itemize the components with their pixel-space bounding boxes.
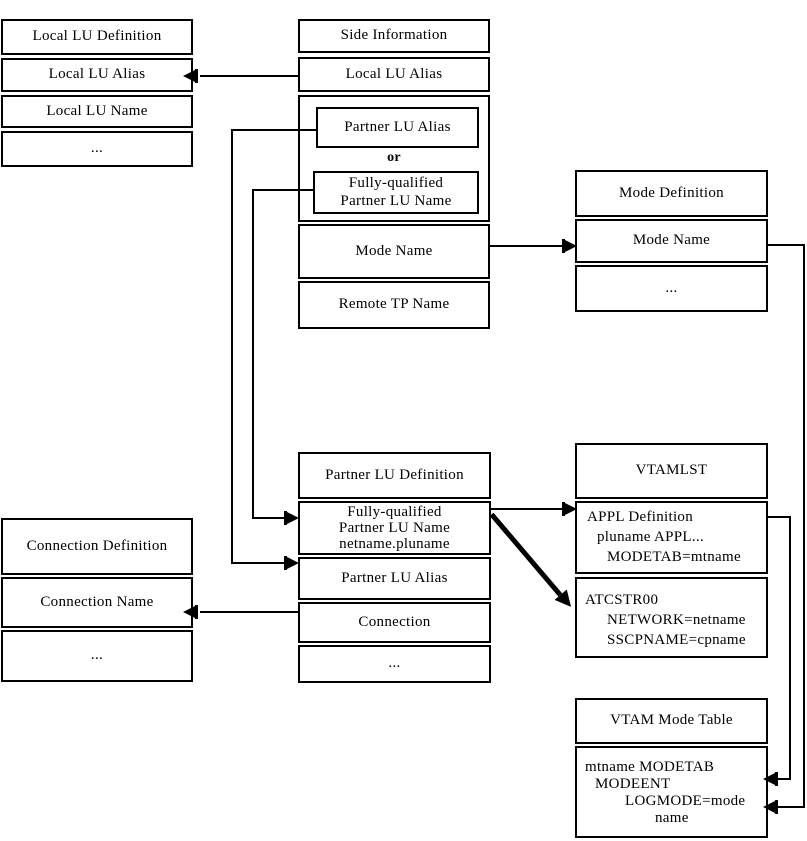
connector-fq-arrow-bar bbox=[284, 511, 287, 525]
local-lu-definition-name-row: Local LU Name bbox=[1, 95, 193, 128]
connector-logmode-bottom-segment bbox=[778, 806, 805, 808]
side-information-local-lu-alias-row: Local LU Alias bbox=[298, 57, 490, 92]
connection-definition-ellipsis-row: ... bbox=[1, 630, 193, 682]
side-information-remote-tp-name-row: Remote TP Name bbox=[298, 281, 490, 329]
mtname-modetab-line: mtname MODETAB bbox=[585, 759, 715, 775]
partner-fq-line1: Fully-qualified bbox=[347, 504, 442, 520]
connector-modetab-top-segment bbox=[768, 516, 791, 518]
connector-fq-bottom-segment bbox=[252, 517, 286, 519]
vtamlst-title: VTAMLST bbox=[575, 443, 768, 499]
local-lu-definition-title: Local LU Definition bbox=[1, 19, 193, 55]
right-arrowhead-icon bbox=[565, 503, 577, 515]
side-information-partner-lu-alias-box: Partner LU Alias bbox=[316, 107, 479, 148]
partner-fq-line3: netname.pluname bbox=[339, 536, 450, 552]
right-arrowhead-icon bbox=[287, 512, 299, 524]
connector-modetab-bottom-segment bbox=[778, 778, 791, 780]
connector-modetab-arrow-bar bbox=[775, 772, 778, 786]
connector-mode-name-arrow-bar bbox=[562, 239, 565, 253]
left-arrowhead-icon bbox=[183, 70, 195, 82]
fully-qualified-line1: Fully-qualified bbox=[348, 175, 444, 192]
left-arrowhead-icon bbox=[763, 773, 775, 785]
connector-partner-alias-top-segment bbox=[231, 129, 316, 131]
connector-netname-atcstr-diagonal bbox=[489, 512, 578, 613]
connector-local-lu-alias-arrow-bar bbox=[195, 69, 198, 83]
partner-lu-definition-ellipsis-row: ... bbox=[298, 645, 491, 683]
connector-partner-alias-arrow-bar bbox=[284, 556, 287, 570]
vtamlst-atcstr-section: ATCSTR00 NETWORK=netname SSCPNAME=cpname bbox=[575, 577, 768, 658]
connector-pluname-appl-arrow-bar bbox=[562, 502, 565, 516]
vtam-mode-table-title: VTAM Mode Table bbox=[575, 698, 768, 744]
sscpname-line: SSCPNAME=cpname bbox=[607, 632, 746, 648]
partner-lu-definition-title: Partner LU Definition bbox=[298, 452, 491, 499]
logmode-name-line: name bbox=[655, 810, 689, 826]
appl-definition-line: APPL Definition bbox=[587, 509, 694, 525]
connector-connection-line bbox=[200, 611, 298, 613]
partner-lu-definition-connection-row: Connection bbox=[298, 602, 491, 643]
connector-logmode-top-segment bbox=[768, 244, 805, 246]
diagonal-shaft bbox=[489, 512, 563, 597]
connector-modetab-vertical-segment bbox=[789, 516, 791, 779]
connector-local-lu-alias-line bbox=[200, 75, 298, 77]
connector-partner-alias-bottom-segment bbox=[231, 562, 286, 564]
modetab-line: MODETAB=mtname bbox=[607, 549, 741, 565]
vtamlst-appl-section: APPL Definition pluname APPL... MODETAB=… bbox=[575, 501, 768, 574]
mode-definition-title: Mode Definition bbox=[575, 170, 768, 217]
pluname-appl-line: pluname APPL... bbox=[597, 529, 705, 545]
or-label: or bbox=[387, 150, 401, 165]
connector-logmode-vertical-segment bbox=[803, 244, 805, 808]
right-arrowhead-icon bbox=[287, 557, 299, 569]
connection-definition-title: Connection Definition bbox=[1, 518, 193, 575]
vtam-mode-table-body: mtname MODETAB MODEENT LOGMODE=mode name bbox=[575, 746, 768, 838]
connector-connection-arrow-bar bbox=[195, 605, 198, 619]
left-arrowhead-icon bbox=[183, 606, 195, 618]
connector-mode-name-line bbox=[488, 245, 564, 247]
mode-definition-ellipsis-row: ... bbox=[575, 265, 768, 312]
logmode-line: LOGMODE=mode bbox=[625, 793, 746, 809]
fully-qualified-line2: Partner LU Name bbox=[340, 192, 452, 209]
partner-lu-definition-fq-row: Fully-qualified Partner LU Name netname.… bbox=[298, 501, 491, 555]
modeent-line: MODEENT bbox=[595, 776, 671, 792]
partner-fq-line2: Partner LU Name bbox=[338, 520, 451, 536]
right-arrowhead-icon bbox=[565, 240, 577, 252]
local-lu-definition-alias-row: Local LU Alias bbox=[1, 58, 193, 92]
left-arrowhead-icon bbox=[763, 801, 775, 813]
local-lu-definition-ellipsis-row: ... bbox=[1, 131, 193, 167]
side-information-mode-name-row: Mode Name bbox=[298, 224, 490, 279]
network-line: NETWORK=netname bbox=[607, 612, 746, 628]
atcstr00-line: ATCSTR00 bbox=[585, 592, 659, 608]
mode-definition-mode-name-row: Mode Name bbox=[575, 219, 768, 263]
connection-definition-name-row: Connection Name bbox=[1, 577, 193, 628]
connector-fq-top-segment bbox=[252, 189, 314, 191]
side-information-title: Side Information bbox=[298, 19, 490, 53]
side-information-fully-qualified-box: Fully-qualified Partner LU Name bbox=[313, 171, 479, 214]
partner-lu-definition-alias-row: Partner LU Alias bbox=[298, 557, 491, 600]
connector-pluname-appl-line bbox=[490, 508, 563, 510]
connector-logmode-arrow-bar bbox=[775, 800, 778, 814]
connector-fq-vertical-segment bbox=[252, 189, 254, 519]
connector-partner-alias-vertical-segment bbox=[231, 129, 233, 563]
